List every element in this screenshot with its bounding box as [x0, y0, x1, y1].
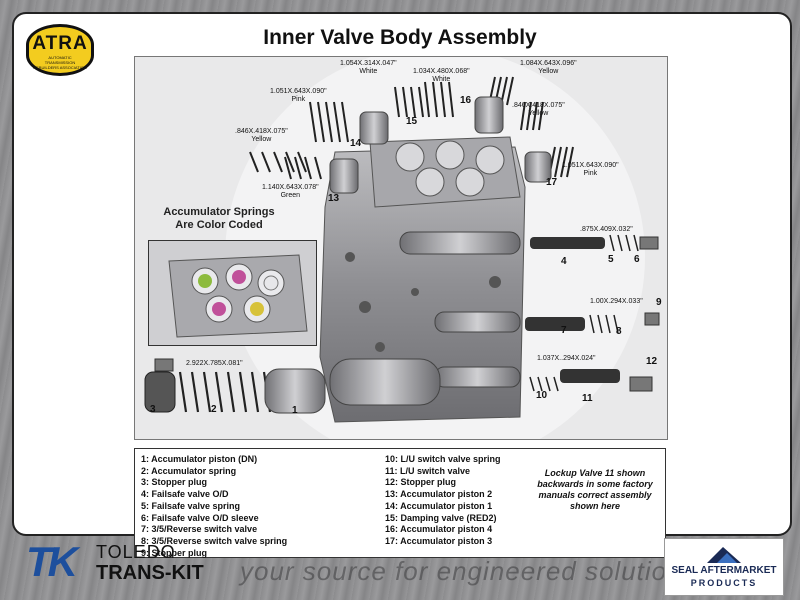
- spring-label-15: 1.054X.314X.047"White: [340, 60, 397, 75]
- part-number-7: 7: [561, 325, 567, 336]
- ttk-line1: TOLEDO: [96, 542, 176, 562]
- legend-column-left: 1: Accumulator piston (DN) 2: Accumulato…: [141, 454, 287, 559]
- ttk-mark: TK: [26, 538, 78, 585]
- legend-item: 6: Failsafe valve O/D sleeve: [141, 512, 259, 523]
- toledo-trans-kit-logo: TK TOLEDO TRANS-KIT: [26, 538, 236, 594]
- part-number-11: 11: [582, 393, 593, 404]
- legend-item: 14: Accumulator piston 1: [385, 500, 493, 511]
- page-title: Inner Valve Body Assembly: [263, 26, 537, 49]
- spring-label-5: .875X.409X.032": [580, 226, 633, 233]
- part-number-15: 15: [406, 116, 418, 127]
- valve-body-illustration: [144, 57, 660, 439]
- part-number-6: 6: [634, 254, 640, 265]
- legend-item: 2: Accumulator spring: [141, 465, 237, 476]
- spring-label-13: 1.140X.643X.078"Green: [262, 184, 319, 199]
- parts-legend: 1: Accumulator piston (DN) 2: Accumulato…: [134, 448, 666, 558]
- spring-label-16b: 1.084X.643X.096"Yellow: [520, 60, 577, 75]
- legend-item: 8: 3/5/Reverse switch valve spring: [141, 535, 288, 546]
- spring-label-14: 1.051X.643X.090"Pink: [270, 88, 327, 103]
- part-number-10: 10: [536, 390, 548, 401]
- legend-item: 17: Accumulator piston 3: [385, 535, 493, 546]
- spring-label-17a: .846X.418X.075"Yellow: [512, 102, 565, 117]
- spring-label-13a: .846X.418X.075"Yellow: [235, 128, 288, 143]
- seal-aftermarket-logo: SEAL AFTERMARKET PRODUCTS: [664, 538, 784, 596]
- part-number-14: 14: [350, 138, 362, 149]
- legend-item: 13: Accumulator piston 2: [385, 489, 493, 500]
- part-number-16: 16: [460, 95, 472, 106]
- atra-logo-word: ATRA: [32, 33, 88, 54]
- spring-label-8: 1.00X.294X.033": [590, 298, 643, 305]
- legend-item: 4: Failsafe valve O/D: [141, 489, 229, 500]
- legend-item: 9: Stopper plug: [141, 547, 207, 558]
- seal-line1: SEAL AFTERMARKET: [671, 565, 777, 576]
- legend-item: 16: Accumulator piston 4: [385, 524, 493, 535]
- legend-item: 1: Accumulator piston (DN): [141, 454, 258, 464]
- accumulator-springs-inset: [148, 240, 317, 346]
- spring-label-17: 1.051X.643X.090"Pink: [562, 162, 619, 177]
- part-number-3: 3: [150, 404, 156, 415]
- legend-column-right: 10: L/U switch valve spring 11: L/U swit…: [385, 454, 501, 548]
- part-number-9: 9: [656, 297, 662, 308]
- legend-item: 5: Failsafe valve spring: [141, 500, 241, 511]
- inset-title: Accumulator Springs Are Color Coded: [163, 206, 275, 231]
- lockup-valve-note: Lockup Valve 11 shown backwards in some …: [537, 468, 653, 511]
- seal-line2: PRODUCTS: [690, 578, 758, 588]
- part-number-1: 1: [292, 405, 298, 416]
- atra-logo-subtitle: AUTOMATIC TRANSMISSION REBUILDERS ASSOCI…: [33, 55, 87, 70]
- part-number-5: 5: [608, 254, 614, 265]
- legend-item: 3: Stopper plug: [141, 477, 207, 488]
- legend-item: 10: L/U switch valve spring: [385, 454, 501, 464]
- part-number-4: 4: [561, 256, 567, 267]
- spring-label-16: 1.034X.480X.068"White: [413, 68, 470, 83]
- legend-item: 11: L/U switch valve: [385, 465, 471, 476]
- spring-label-2: 2.922X.785X.081": [186, 360, 243, 367]
- seal-logo-icon: [707, 547, 741, 563]
- color-coded-springs-image: [149, 241, 316, 345]
- part-number-12: 12: [646, 356, 658, 367]
- atra-logo: ATRA AUTOMATIC TRANSMISSION REBUILDERS A…: [26, 24, 94, 76]
- part-number-2: 2: [211, 404, 217, 415]
- legend-item: 15: Damping valve (RED2): [385, 512, 497, 523]
- part-number-13: 13: [328, 193, 340, 204]
- tagline: your source for engineered solutions: [240, 556, 697, 586]
- ttk-line2: TRANS-KIT: [96, 562, 204, 584]
- spring-label-10: 1.037X..294X.024": [537, 355, 596, 362]
- legend-item: 12: Stopper plug: [385, 477, 457, 488]
- part-number-8: 8: [616, 326, 622, 337]
- legend-item: 7: 3/5/Reverse switch valve: [141, 524, 258, 535]
- part-number-17: 17: [546, 177, 558, 188]
